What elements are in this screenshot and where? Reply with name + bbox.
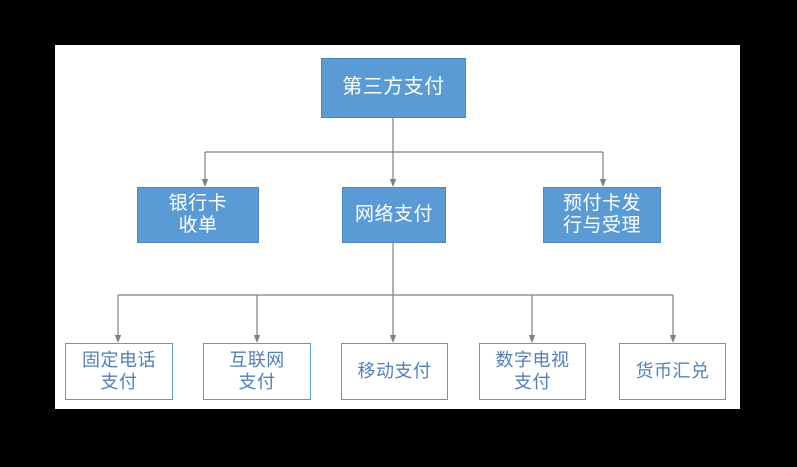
node-fixed-phone-payment[interactable]: 固定电话 支付 (65, 343, 173, 400)
node-label-digital-tv-payment: 数字电视 支付 (495, 350, 570, 392)
node-label-currency-exchange: 货币汇兑 (635, 360, 710, 381)
node-digital-tv-payment[interactable]: 数字电视 支付 (479, 343, 586, 400)
node-third-party-payment[interactable]: 第三方支付 (321, 58, 466, 118)
node-label-network-payment: 网络支付 (354, 203, 433, 225)
diagram-canvas: 第三方支付 银行卡 收单 网络支付 预付卡发 行与受理 固定电话 支付 互联网 … (55, 45, 740, 409)
node-bank-card-acquiring[interactable]: 银行卡 收单 (137, 187, 259, 243)
node-network-payment[interactable]: 网络支付 (342, 187, 446, 243)
connector-lines (114, 118, 677, 343)
node-internet-payment[interactable]: 互联网 支付 (203, 343, 311, 400)
node-label-third-party-payment: 第三方支付 (342, 76, 445, 99)
node-label-mobile-payment: 移动支付 (357, 360, 432, 381)
node-label-fixed-phone-payment: 固定电话 支付 (82, 350, 156, 392)
node-mobile-payment[interactable]: 移动支付 (341, 343, 448, 400)
node-currency-exchange[interactable]: 货币汇兑 (619, 343, 726, 400)
node-label-internet-payment: 互联网 支付 (229, 350, 285, 392)
node-label-prepaid-card: 预付卡发 行与受理 (562, 192, 641, 236)
node-prepaid-card[interactable]: 预付卡发 行与受理 (543, 187, 661, 243)
node-label-bank-card-acquiring: 银行卡 收单 (168, 192, 228, 236)
